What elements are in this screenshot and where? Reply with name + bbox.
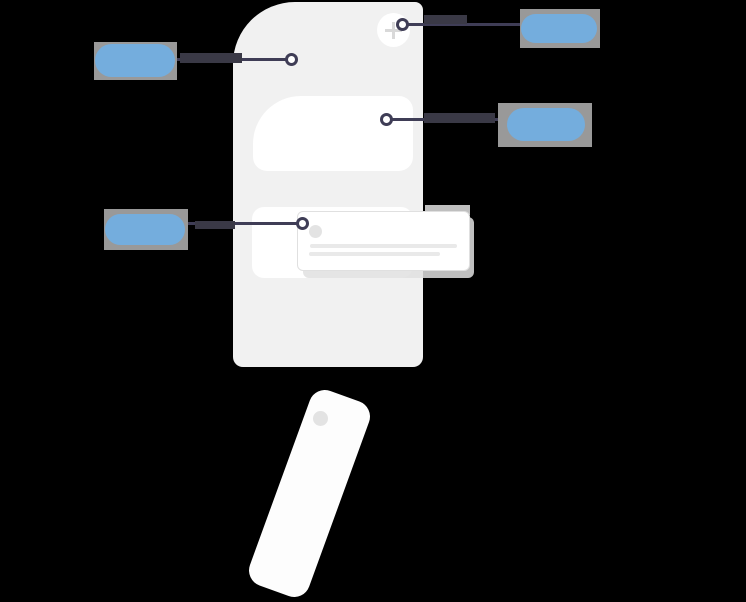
plus-icon	[377, 13, 410, 47]
note-dot	[313, 411, 328, 426]
callout-bar-top-left	[180, 53, 242, 63]
list-item-card	[297, 211, 470, 271]
callout-line-bottom-left	[185, 222, 303, 225]
text-line-placeholder	[310, 244, 457, 248]
list-card-shadow-top	[425, 205, 470, 215]
app-mockup-card	[233, 2, 423, 367]
avatar-placeholder	[309, 225, 322, 238]
callout-ring-bottom-left	[296, 217, 309, 230]
callout-bar-top-right	[424, 15, 467, 24]
header-panel	[253, 96, 413, 171]
callout-bar-bottom-left	[195, 221, 235, 229]
callout-ring-middle-right	[380, 113, 393, 126]
callout-ring-top-left	[285, 53, 298, 66]
callout-ring-top-right	[396, 18, 409, 31]
callout-bar-middle-right	[424, 113, 495, 123]
label-pill-bottom-left	[105, 214, 185, 245]
label-pill-top-left	[95, 44, 175, 77]
tilted-note-strip	[244, 385, 375, 602]
text-line-placeholder	[309, 252, 440, 256]
label-pill-top-right	[521, 14, 597, 43]
callout-line-top-right	[408, 23, 520, 26]
label-pill-middle-right	[507, 108, 585, 141]
